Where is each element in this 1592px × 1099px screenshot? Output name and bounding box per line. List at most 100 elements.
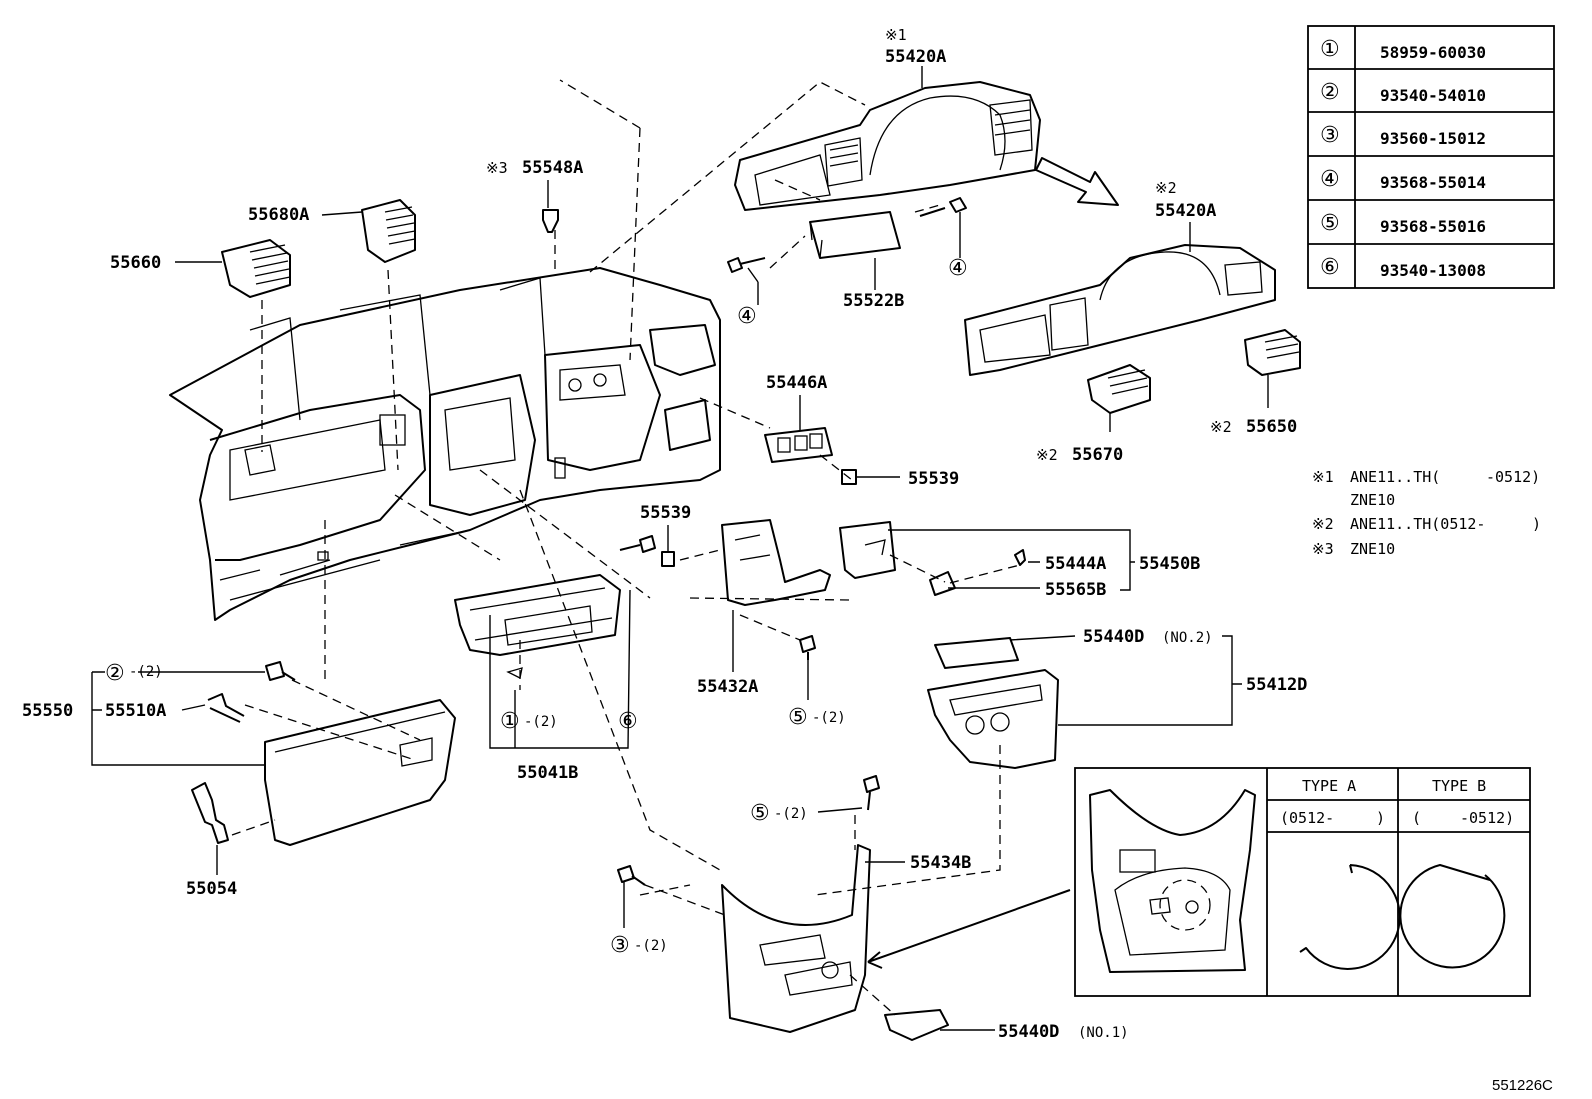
fastener-callouts: ④ ④ ① -(2) ② -(2) ③ -(2) ⑤ -(2) ⑤ -(2) ⑥	[105, 256, 968, 958]
legend-row-6-symbol: ⑥	[1320, 255, 1340, 280]
label-55420a-alt: 55420A	[1155, 201, 1216, 221]
type-b-knob-sketch	[1399, 864, 1506, 969]
vent-55660	[221, 239, 291, 298]
inset-console-sketch	[1089, 789, 1256, 973]
switch-55440d-no1	[884, 1009, 949, 1041]
type-a-range-start: (0512-	[1280, 809, 1334, 827]
callout-6: ⑥	[618, 709, 638, 734]
callout-5-b-qty: -(2)	[774, 806, 808, 822]
arrow-icon	[1035, 157, 1119, 206]
inset-pointer	[867, 889, 1071, 969]
note-2-range-end: )	[1532, 515, 1541, 533]
clip-55548a	[542, 209, 559, 233]
note-2-model: ANE11..TH(0512-	[1350, 515, 1485, 533]
type-a-range-end: )	[1376, 809, 1385, 827]
vent-55670	[1087, 364, 1151, 414]
lock-55054	[191, 782, 229, 844]
glove-box-55550	[264, 699, 456, 846]
mark-note-2-a: ※2	[1036, 446, 1058, 464]
cluster-finish-panel-upper	[734, 81, 1041, 211]
mark-note-2-b: ※2	[1210, 418, 1232, 436]
label-55510a: 55510A	[105, 701, 166, 721]
label-55650: 55650	[1246, 417, 1297, 437]
legend-row-1-part: 58959-60030	[1380, 43, 1486, 62]
label-55420a-upper: 55420A	[885, 47, 946, 67]
bracket-55432a	[721, 519, 831, 606]
label-55550: 55550	[22, 701, 73, 721]
label-55434b: 55434B	[910, 853, 971, 873]
callout-4-right: ④	[948, 256, 968, 281]
screw-icons	[207, 197, 1026, 886]
note-1-model: ANE11..TH(	[1350, 468, 1440, 486]
mark-note-2-upper: ※2	[1155, 179, 1177, 197]
vent-55680a	[361, 199, 416, 263]
legend-row-5-symbol: ⑤	[1320, 211, 1340, 236]
callout-3-qty: -(2)	[634, 938, 668, 954]
legend-row-2-symbol: ②	[1320, 80, 1340, 105]
note-3-model: ZNE10	[1350, 540, 1395, 558]
type-a-knob-sketch	[1299, 864, 1401, 970]
type-b-header: TYPE B	[1432, 777, 1486, 795]
clip-55539-b	[661, 551, 675, 567]
note-3-mark: ※3	[1312, 540, 1334, 558]
mark-note-3: ※3	[486, 159, 508, 177]
type-b-range-start: (	[1412, 809, 1421, 827]
callout-5-a: ⑤	[788, 705, 808, 730]
label-55432a: 55432A	[697, 677, 758, 697]
cluster-finish-panel-alt	[964, 244, 1276, 376]
note-1-alt-model: ZNE10	[1350, 491, 1395, 509]
panel-insert-55522b	[809, 211, 901, 259]
type-b-range-end: -0512)	[1460, 809, 1514, 827]
vent-55650	[1244, 329, 1301, 376]
label-55522b: 55522B	[843, 291, 904, 311]
label-55565b: 55565B	[1045, 580, 1106, 600]
callout-5-a-qty: -(2)	[812, 710, 846, 726]
part-labels: ※1 55420A ※2 55420A ※3 55548A 55680A 556…	[22, 26, 1307, 1042]
legend-row-4-symbol: ④	[1320, 167, 1340, 192]
callout-2: ②	[105, 661, 125, 686]
callout-1-qty: -(2)	[524, 714, 558, 730]
note-1-range: -0512)	[1486, 468, 1540, 486]
legend-row-5-part: 93568-55016	[1380, 217, 1486, 236]
label-55054: 55054	[186, 879, 237, 899]
label-55041b: 55041B	[517, 763, 578, 783]
applicability-notes: ※1 ANE11..TH( -0512) ZNE10 ※2 ANE11..TH(…	[1312, 468, 1541, 558]
callout-4-left: ④	[737, 304, 757, 329]
label-55412d: 55412D	[1246, 675, 1307, 695]
leader-lines	[91, 66, 1269, 1031]
legend-row-1-symbol: ①	[1320, 37, 1340, 62]
glove-box-door-55041b	[454, 574, 621, 679]
label-55450b: 55450B	[1139, 554, 1200, 574]
label-55539-b: 55539	[640, 503, 691, 523]
type-inset-table: TYPE A TYPE B (0512- ) ( -0512)	[1074, 767, 1531, 997]
callout-3: ③	[610, 933, 630, 958]
type-a-header: TYPE A	[1302, 777, 1356, 795]
legend-row-3-symbol: ③	[1320, 123, 1340, 148]
legend-row-3-part: 93560-15012	[1380, 129, 1486, 148]
mark-note-1: ※1	[885, 26, 907, 44]
label-55440d-no2: 55440D	[1083, 627, 1144, 647]
fastener-legend-table: ① 58959-60030 ② 93540-54010 ③ 93560-1501…	[1307, 25, 1555, 289]
lower-console-55434b	[721, 844, 871, 1033]
instrument-panel-body	[169, 267, 721, 621]
label-55680a: 55680A	[248, 205, 309, 225]
note-1-mark: ※1	[1312, 468, 1334, 486]
label-55539-a: 55539	[908, 469, 959, 489]
label-55446a: 55446A	[766, 373, 827, 393]
callout-1: ①	[500, 709, 520, 734]
label-55670: 55670	[1072, 445, 1123, 465]
figure-code: 551226C	[1492, 1077, 1553, 1094]
label-55444a: 55444A	[1045, 554, 1106, 574]
callout-5-b: ⑤	[750, 801, 770, 826]
callout-2-qty: -(2)	[129, 664, 163, 680]
note-2-mark: ※2	[1312, 515, 1334, 533]
legend-row-2-part: 93540-54010	[1380, 86, 1486, 105]
label-55440d-no2-qualifier: (NO.2)	[1162, 630, 1213, 646]
label-55548a: 55548A	[522, 158, 583, 178]
label-55660: 55660	[110, 253, 161, 273]
switch-bezel-55446a	[764, 427, 833, 463]
label-55440d-no1: 55440D	[998, 1022, 1059, 1042]
legend-row-4-part: 93568-55014	[1380, 173, 1486, 192]
label-55440d-no1-qualifier: (NO.1)	[1078, 1025, 1129, 1041]
